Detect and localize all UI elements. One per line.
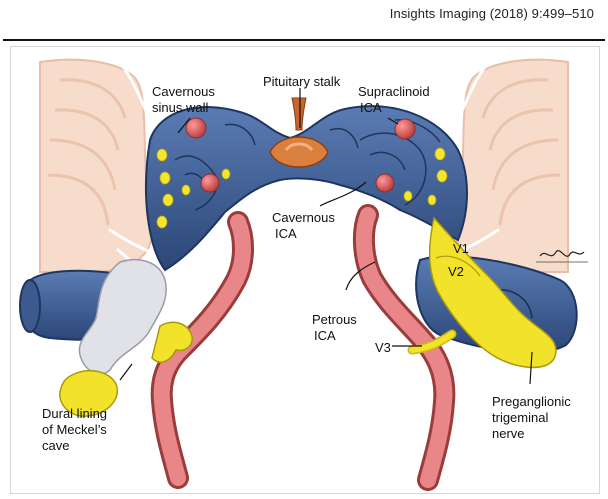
label-pituitary-stalk: Pituitary stalk [263,74,341,89]
label-supraclinoid-1: Supraclinoid [358,84,430,99]
cavernous-ica-right [376,174,394,192]
label-cavernous-sinus-wall-2: sinus wall [152,100,208,115]
label-v2: V2 [448,264,464,279]
supraclinoid-ica-left [186,118,206,138]
label-dural-lining-3: cave [42,438,69,453]
label-petrous-ica-1: Petrous [312,312,357,327]
label-preganglionic-2: trigeminal [492,410,548,425]
label-cavernous-ica-2: ICA [275,226,297,241]
cavernous-ica-left [201,174,219,192]
label-dural-lining-2: of Meckel’s [42,422,107,437]
label-preganglionic-3: nerve [492,426,525,441]
label-v1: V1 [453,241,469,256]
label-preganglionic-1: Preganglionic [492,394,571,409]
label-v3: V3 [375,340,391,355]
label-dural-lining-1: Dural lining [42,406,107,421]
label-petrous-ica-2: ICA [314,328,336,343]
label-cavernous-ica-1: Cavernous [272,210,335,225]
supraclinoid-ica-right [395,119,415,139]
label-cavernous-sinus-wall-1: Cavernous [152,84,215,99]
label-supraclinoid-2: ICA [360,100,382,115]
